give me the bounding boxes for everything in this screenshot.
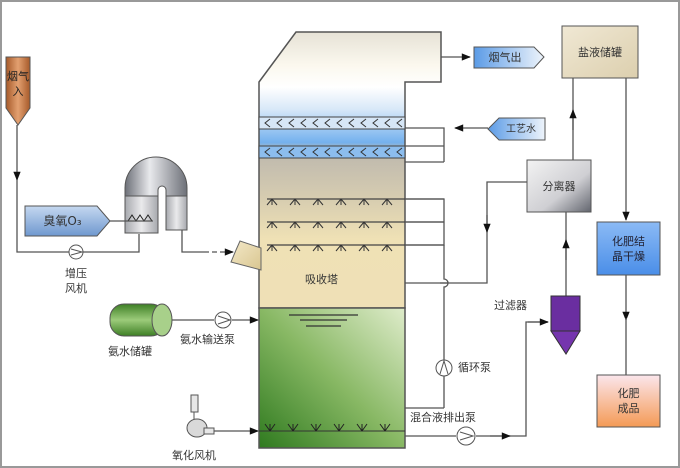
chevron-mark xyxy=(312,118,319,128)
spray-nozzle xyxy=(289,198,301,206)
chevron-mark xyxy=(384,118,391,128)
ozone-tag xyxy=(24,205,111,237)
chevron-mark xyxy=(396,147,403,157)
salt-tank-box xyxy=(561,25,639,79)
circulation-pump-icon xyxy=(435,359,453,377)
crystallizer-label: 化肥结 晶干燥 xyxy=(612,234,645,263)
ozone-label: 臭氧O₃ xyxy=(43,213,82,228)
chevron-mark xyxy=(288,118,295,128)
chevron-mark xyxy=(348,147,355,157)
spray-nozzle xyxy=(335,198,347,206)
crystallizer-box xyxy=(596,221,661,276)
spray-nozzle xyxy=(312,221,324,229)
chevron-mark xyxy=(312,147,319,157)
liquid-level-mark xyxy=(289,314,358,327)
ozone-mixer xyxy=(124,156,188,234)
demister-chevrons xyxy=(264,118,403,157)
chevron-mark xyxy=(264,147,271,157)
separator-label: 分离器 xyxy=(542,179,576,193)
spray-nozzle xyxy=(381,221,393,229)
filter-label: 过滤器 xyxy=(494,299,527,312)
spray-nozzle xyxy=(381,198,393,206)
chevron-mark xyxy=(300,118,307,128)
flue-gas-outlet-tag xyxy=(473,46,545,69)
filter-icon xyxy=(550,295,581,355)
separator-box xyxy=(526,159,592,213)
chevron-mark xyxy=(336,147,343,157)
spray-nozzle xyxy=(335,221,347,229)
air-sparger-nozzle xyxy=(379,423,391,432)
spray-nozzle xyxy=(266,198,278,206)
chevron-mark xyxy=(276,118,283,128)
air-sparger-nozzle xyxy=(287,423,299,432)
air-sparger-nozzle xyxy=(333,423,345,432)
chevron-mark xyxy=(360,118,367,128)
chevron-mark xyxy=(264,118,271,128)
spray-nozzle xyxy=(358,221,370,229)
ammonia-tank-label: 氨水储罐 xyxy=(108,345,152,358)
product-label: 化肥 成品 xyxy=(617,387,640,415)
process-water-tag xyxy=(487,117,546,141)
chevron-mark xyxy=(300,147,307,157)
oxidation-air-spargers xyxy=(264,423,391,432)
chevron-mark xyxy=(372,118,379,128)
air-sparger-nozzle xyxy=(310,423,322,432)
ammonia-pump-label: 氨水输送泵 xyxy=(180,333,235,346)
salt-tank-label: 盐液储罐 xyxy=(578,45,622,59)
tower-inlet-duct xyxy=(230,240,262,271)
chevron-mark xyxy=(336,118,343,128)
spray-nozzle xyxy=(312,198,324,206)
chevron-mark xyxy=(324,147,331,157)
absorber-tower xyxy=(258,31,444,449)
spray-nozzle xyxy=(358,244,370,252)
discharge-pump-label: 混合液排出泵 xyxy=(410,411,476,424)
chevron-mark xyxy=(396,118,403,128)
flue-gas-outlet-label: 烟气出 xyxy=(488,51,522,64)
chevron-mark xyxy=(384,147,391,157)
spray-nozzle xyxy=(358,198,370,206)
air-sparger-nozzle xyxy=(264,423,276,432)
chevron-mark xyxy=(360,147,367,157)
ammonia-pump-icon xyxy=(214,311,232,329)
oxidation-fan-label: 氧化风机 xyxy=(172,449,216,462)
spray-nozzle xyxy=(266,244,278,252)
product-box xyxy=(596,374,661,428)
oxidation-fan-icon xyxy=(186,394,215,438)
spray-nozzle xyxy=(289,221,301,229)
air-sparger-nozzle xyxy=(356,423,368,432)
spray-nozzle xyxy=(266,221,278,229)
chevron-mark xyxy=(348,118,355,128)
booster-fan-label: 增压 风机 xyxy=(65,267,87,295)
flue-gas-inlet-label: 烟气入 xyxy=(7,70,29,98)
chevron-mark xyxy=(372,147,379,157)
spray-nozzle xyxy=(335,244,347,252)
absorber-label: 吸收塔 xyxy=(305,273,338,286)
spray-nozzle xyxy=(381,244,393,252)
circulation-pump-label: 循环泵 xyxy=(458,361,491,374)
spray-nozzle xyxy=(289,244,301,252)
booster-fan-icon xyxy=(68,244,84,260)
flue-gas-inlet-tag xyxy=(5,56,31,126)
spray-nozzle xyxy=(312,244,324,252)
chevron-mark xyxy=(324,118,331,128)
demister-layer-1 xyxy=(258,116,406,130)
chevron-mark xyxy=(288,147,295,157)
demister-layer-2 xyxy=(258,145,406,159)
discharge-pump-icon xyxy=(456,426,476,446)
process-water-label: 工艺水 xyxy=(506,123,536,135)
ammonia-tank-icon xyxy=(109,303,173,337)
chevron-mark xyxy=(276,147,283,157)
